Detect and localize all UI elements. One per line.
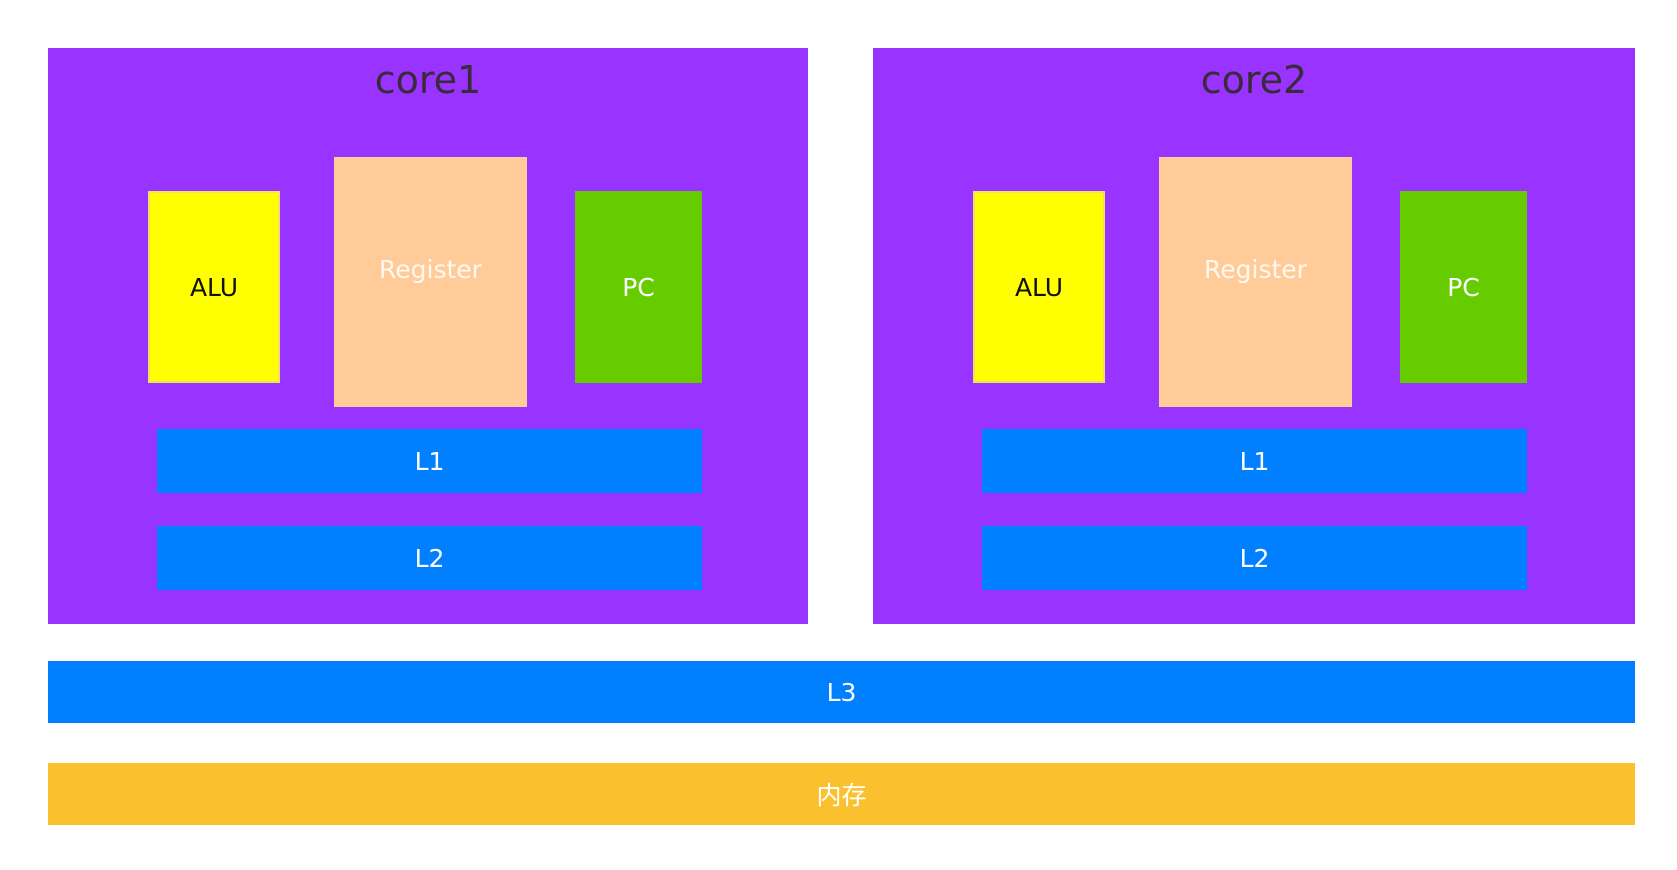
l3-cache: L3 xyxy=(48,661,1635,723)
core-2-register: Register xyxy=(1159,157,1352,407)
core-2-pc: PC xyxy=(1400,191,1527,383)
core-2-l1-cache: L1 xyxy=(982,429,1527,493)
core-1-l2-cache: L2 xyxy=(157,526,702,590)
core-1-block: core1 ALU Register PC L1 L2 xyxy=(48,48,808,624)
core-1-pc: PC xyxy=(575,191,702,383)
core-1-l1-cache: L1 xyxy=(157,429,702,493)
core-2-block: core2 ALU Register PC L1 L2 xyxy=(873,48,1635,624)
core-2-alu: ALU xyxy=(973,191,1105,383)
core-2-title: core2 xyxy=(1200,58,1308,102)
core-1-register: Register xyxy=(334,157,527,407)
core-1-alu: ALU xyxy=(148,191,280,383)
core-1-title: core1 xyxy=(374,58,482,102)
memory-block: 内存 xyxy=(48,763,1635,825)
core-2-l2-cache: L2 xyxy=(982,526,1527,590)
